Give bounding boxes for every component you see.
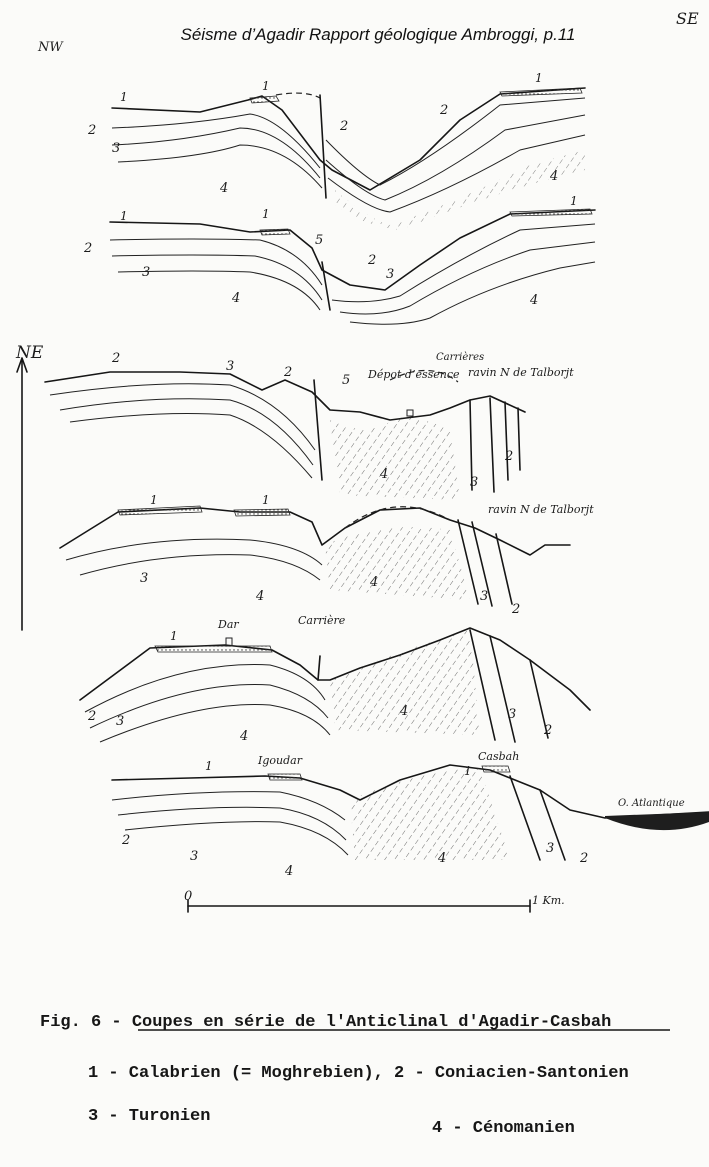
legend-turonien: 3 - Turonien xyxy=(88,1107,210,1126)
s1-label: 4 xyxy=(219,181,228,196)
ravin-label: ravin N de Talborjt xyxy=(488,503,594,516)
cross-section-5: 1 2 3 4 4 3 2 Dar Carrière xyxy=(79,614,591,744)
cross-section-1: 1 2 3 4 1 2 1 2 4 xyxy=(87,71,586,230)
s2-label: 4 xyxy=(231,291,240,306)
caption-title: Fig. 6 - Coupes en série de l'Anticlinal… xyxy=(40,1013,611,1032)
s1-label: 1 xyxy=(535,71,543,85)
s1-label: 2 xyxy=(339,119,348,134)
cross-section-6: 1 2 3 4 4 1 3 2 Igoudar Casbah O. Atlant… xyxy=(111,750,709,879)
ne-orientation-label: NE xyxy=(15,343,44,363)
dar-label: Dar xyxy=(217,618,239,631)
ne-direction-arrow: NE xyxy=(15,343,44,631)
legend-cenomanien: 4 - Cénomanien xyxy=(432,1119,575,1138)
s3-label: 2 xyxy=(111,351,120,366)
s1-label: 2 xyxy=(87,123,96,138)
s3-label: 4 xyxy=(379,467,388,482)
s1-label: 2 xyxy=(439,103,448,118)
s5-label: 4 xyxy=(239,729,248,744)
s2-label: 3 xyxy=(386,267,394,282)
s6-label: 2 xyxy=(579,851,588,866)
s4-label: 4 xyxy=(369,575,378,590)
s1-label: 3 xyxy=(112,141,120,156)
s2-label: 2 xyxy=(367,253,376,268)
depot-marker xyxy=(406,409,414,417)
casbah-label: Casbah xyxy=(478,750,519,763)
carrieres-label: Carrières xyxy=(436,352,484,363)
s6-label: 3 xyxy=(546,841,554,856)
s6-label: 1 xyxy=(464,764,472,778)
scale-km-label: 1 Km. xyxy=(532,894,565,907)
s4-label: 2 xyxy=(511,602,520,617)
atlantic-label: O. Atlantique xyxy=(618,798,685,809)
figure-caption: Fig. 6 - Coupes en série de l'Anticlinal… xyxy=(40,1013,670,1138)
figure-title: Séisme d’Agadir Rapport géologique Ambro… xyxy=(180,25,575,44)
s3-label: 3 xyxy=(470,475,478,490)
s6-label: 4 xyxy=(284,864,293,879)
s2-label: 1 xyxy=(570,194,578,208)
s5-label: 3 xyxy=(116,714,124,729)
s5-label: 4 xyxy=(399,704,408,719)
s2-label: 3 xyxy=(142,265,150,280)
s4-label: 1 xyxy=(150,493,158,507)
scale-zero-label: 0 xyxy=(184,889,192,904)
dar-marker xyxy=(225,637,233,647)
s6-label: 1 xyxy=(205,759,213,773)
s5-label: 2 xyxy=(543,723,552,738)
s2-label: 2 xyxy=(83,241,92,256)
scale-bar: 0 1 Km. xyxy=(184,889,565,913)
s1-label: 4 xyxy=(549,169,558,184)
s4-label: 1 xyxy=(262,493,270,507)
ravin-label: ravin N de Talborjt xyxy=(468,366,574,379)
s2-label: 1 xyxy=(120,209,128,223)
s4-label: 4 xyxy=(255,589,264,604)
s5-label: 2 xyxy=(87,709,96,724)
s4-label: 3 xyxy=(140,571,148,586)
s1-label: 1 xyxy=(262,79,270,93)
s5-label: 3 xyxy=(508,707,516,722)
s2-label: 5 xyxy=(315,233,323,248)
s1-label: 1 xyxy=(120,90,128,104)
s5-label: 1 xyxy=(170,629,178,643)
s6-label: 2 xyxy=(121,833,130,848)
s4-label: 3 xyxy=(480,589,488,604)
legend-line-1: 1 - Calabrien (= Moghrebien), 2 - Coniac… xyxy=(88,1064,629,1083)
igoudar-label: Igoudar xyxy=(257,754,303,767)
s2-label: 1 xyxy=(262,207,270,221)
cross-section-4: 1 1 3 4 4 3 2 ravin N de Talborjt xyxy=(59,493,594,617)
s6-label: 3 xyxy=(190,849,198,864)
se-orientation-label: SE xyxy=(676,9,699,28)
s3-label: 3 xyxy=(226,359,234,374)
atlantic-ocean-shape xyxy=(605,812,709,831)
carriere-label: Carrière xyxy=(298,614,346,627)
s2-label: 4 xyxy=(529,293,538,308)
s3-label: 2 xyxy=(504,449,513,464)
cross-section-2: 1 2 3 4 1 5 2 3 1 4 xyxy=(83,194,596,325)
s3-label: 2 xyxy=(283,365,292,380)
depot-essence-label: Dépot d’essence xyxy=(367,368,460,381)
s3-label: 5 xyxy=(342,373,350,388)
s6-label: 4 xyxy=(437,851,446,866)
nw-orientation-label: NW xyxy=(37,40,64,55)
cross-section-3: 2 3 2 5 4 3 2 Dépot d’essence Carrières … xyxy=(44,351,574,500)
